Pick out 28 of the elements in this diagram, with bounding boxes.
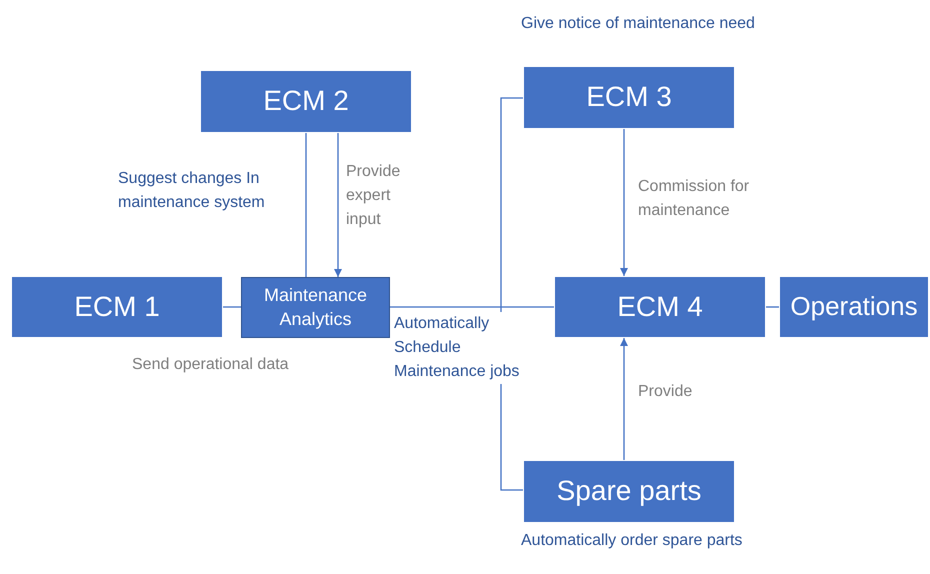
process-box [523, 66, 735, 129]
arrow [334, 133, 342, 277]
box-label: ECM 4 [617, 290, 703, 324]
annotation-text: Automatically order spare parts [521, 531, 744, 551]
process-box [11, 276, 223, 338]
box-label: ECM 2 [263, 84, 349, 118]
box-label: ECM 1 [74, 290, 160, 324]
process-box [523, 460, 735, 523]
edge-label: Provide expert input [346, 162, 402, 230]
process-box [554, 276, 766, 338]
arrow [620, 338, 628, 460]
arrow [620, 129, 628, 276]
box-label: Spare parts [556, 474, 702, 508]
edge-label: Provide [638, 382, 694, 402]
box-label: Maintenance Analytics [262, 284, 368, 331]
connector-line [390, 306, 554, 308]
edge-label: Send operational data [132, 355, 290, 375]
process-box [241, 277, 390, 338]
process-box [200, 70, 412, 133]
annotation-text: Give notice of maintenance need [521, 14, 756, 34]
edge-label: Commission for maintenance [638, 177, 750, 221]
connector-line [766, 306, 779, 308]
box-label: ECM 3 [586, 80, 672, 114]
connector-line [223, 306, 241, 308]
process-box [779, 276, 929, 338]
edge-label: Suggest changes In maintenance system [118, 169, 266, 213]
connector-line [305, 133, 307, 277]
box-label: Operations [790, 290, 918, 324]
